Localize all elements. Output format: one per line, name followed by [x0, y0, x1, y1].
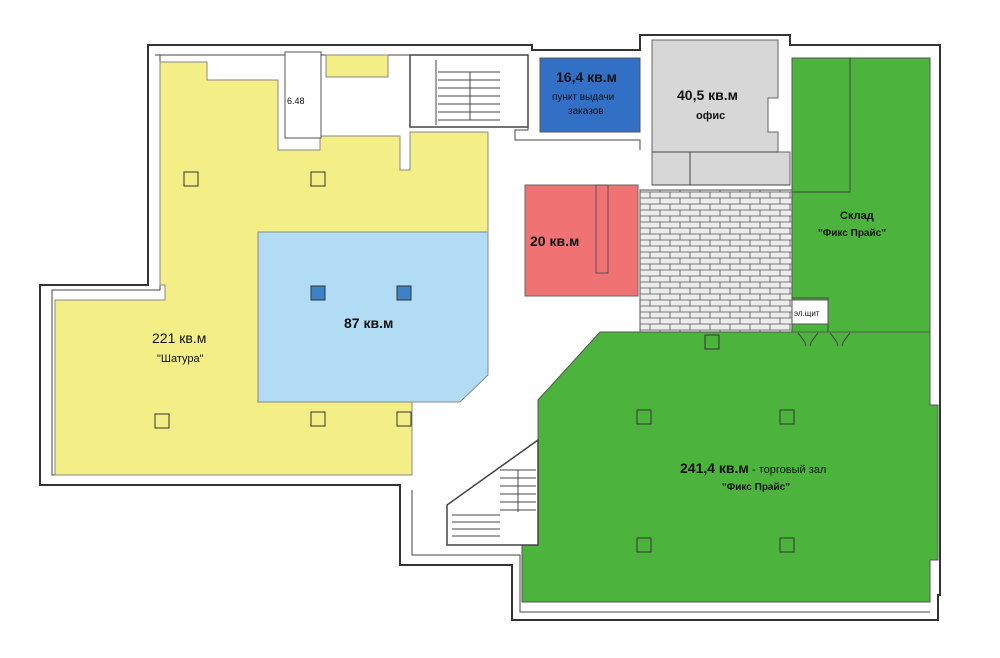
building-outline [39, 34, 941, 621]
pickup-name-line1: пункт выдачи [552, 92, 614, 103]
hall-name-line2: "Фикс Прайс" [722, 482, 790, 493]
door-arcs [797, 332, 851, 347]
office-name: офис [696, 110, 725, 122]
brick-corridor [639, 189, 793, 336]
room-warehouse [791, 57, 931, 333]
dim-box [284, 51, 322, 139]
hall-area: 241,4 кв.м [680, 460, 749, 476]
panel-label: эл.щит [794, 309, 820, 318]
shatura-area: 221 кв.м [152, 330, 206, 346]
hall-name: - торговый зал [752, 464, 826, 476]
office-area: 40,5 кв.м [677, 87, 738, 103]
blue-area: 87 кв.м [344, 315, 393, 331]
shatura-name: "Шатура" [157, 353, 204, 365]
warehouse-name-line1: Склад [840, 210, 874, 222]
room-blue [257, 231, 489, 403]
room-shatura-notch [325, 54, 389, 78]
stairs-bottom [446, 438, 539, 546]
pickup-area: 16,4 кв.м [556, 69, 617, 85]
columns [154, 171, 795, 553]
warehouse-name-line2: "Фикс Прайс" [818, 228, 886, 239]
red-column [595, 184, 609, 274]
stairs-top [409, 54, 529, 128]
office-partitions [652, 151, 790, 186]
pickup-name-line2: заказов [568, 106, 604, 117]
red-area: 20 кв.м [530, 233, 579, 249]
dim-label: 6.48 [287, 96, 305, 106]
door-block [704, 334, 720, 350]
room-shatura [54, 61, 489, 476]
panel-box [791, 299, 829, 325]
room-pickup [539, 57, 641, 133]
